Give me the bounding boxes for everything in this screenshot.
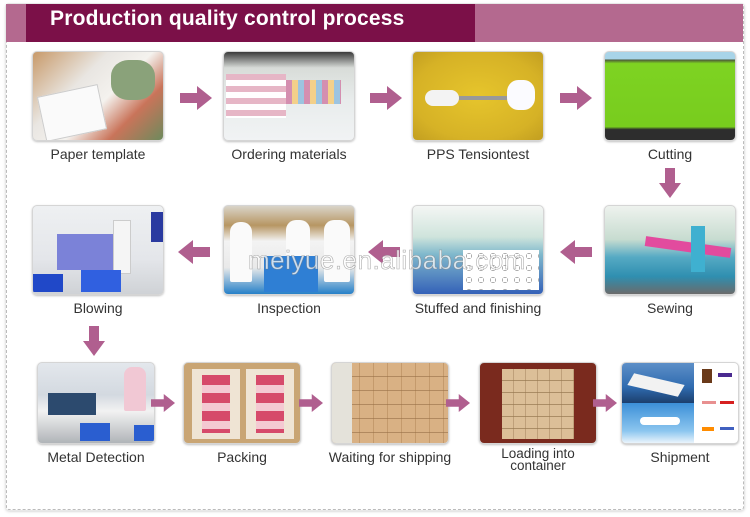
step-label: Paper template — [50, 146, 146, 162]
sewing-photo — [604, 205, 736, 295]
arrow-down-icon — [659, 168, 681, 198]
blowing-photo — [32, 205, 164, 295]
arrow-left-icon — [368, 240, 400, 264]
step-label: Cutting — [647, 146, 693, 162]
arrow-left-icon — [178, 240, 210, 264]
arrow-right-icon — [180, 86, 212, 110]
waiting-for-shipping-photo — [331, 362, 449, 444]
step-blowing: Blowing — [32, 205, 164, 316]
step-pps-tensiontest: PPS Tensiontest — [412, 51, 544, 162]
loading-into-container-photo — [479, 362, 597, 444]
arrow-right-icon — [151, 394, 175, 412]
step-stuffed-and-finishing: Stuffed and finishing — [412, 205, 544, 316]
step-cutting: Cutting — [604, 51, 736, 162]
inspection-photo — [223, 205, 355, 295]
step-paper-template: Paper template — [32, 51, 164, 162]
step-label-line1: Loading into — [501, 446, 575, 461]
step-label: Metal Detection — [47, 449, 145, 465]
step-label: Blowing — [73, 300, 123, 316]
page-title: Production quality control process — [50, 7, 405, 30]
paper-template-photo — [32, 51, 164, 141]
arrow-right-icon — [560, 86, 592, 110]
ordering-materials-photo — [223, 51, 355, 141]
pps-tensiontest-photo — [412, 51, 544, 141]
arrow-right-icon — [299, 394, 323, 412]
arrow-right-icon — [370, 86, 402, 110]
step-shipment: Shipment — [614, 362, 746, 465]
step-label: Shipment — [650, 449, 710, 465]
step-label: Packing — [217, 449, 267, 465]
arrow-down-icon — [83, 326, 105, 356]
header-title-box — [26, 4, 475, 42]
step-label: Waiting for shipping — [328, 449, 452, 465]
cutting-photo — [604, 51, 736, 141]
step-metal-detection: Metal Detection — [30, 362, 162, 465]
step-sewing: Sewing — [604, 205, 736, 316]
step-waiting-for-shipping: Waiting for shipping — [318, 362, 462, 465]
packing-photo — [183, 362, 301, 444]
step-loading-into-container: Loading into container — [472, 362, 604, 472]
step-label: PPS Tensiontest — [426, 146, 530, 162]
shipment-photo — [621, 362, 739, 444]
arrow-right-icon — [446, 394, 470, 412]
step-label-line2: container — [510, 458, 566, 473]
metal-detection-photo — [37, 362, 155, 444]
stuffed-and-finishing-photo — [412, 205, 544, 295]
step-label: Inspection — [257, 300, 321, 316]
step-label: Loading into container — [472, 446, 604, 473]
step-ordering-materials: Ordering materials — [223, 51, 355, 162]
arrow-left-icon — [560, 240, 592, 264]
step-label: Stuffed and finishing — [414, 300, 542, 316]
step-inspection: Inspection — [223, 205, 355, 316]
arrow-right-icon — [593, 394, 617, 412]
step-label: Ordering materials — [231, 146, 347, 162]
step-label: Sewing — [647, 300, 693, 316]
step-packing: Packing — [176, 362, 308, 465]
